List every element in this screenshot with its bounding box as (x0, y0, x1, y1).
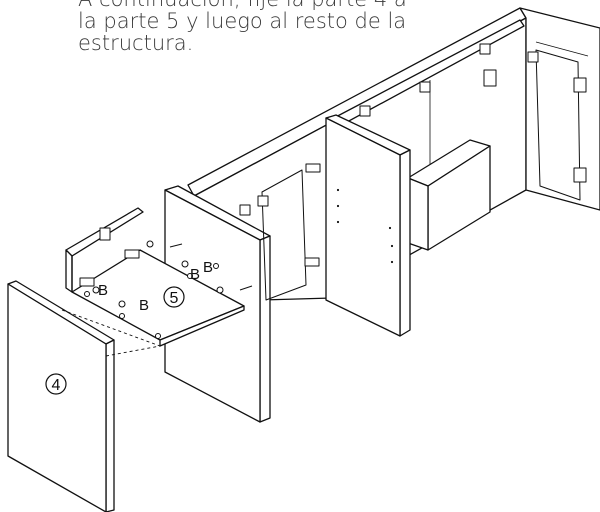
hinge-group (239, 43, 587, 267)
part-5-callout: 5 (163, 286, 185, 308)
right-side-panel (519, 7, 600, 211)
hardware-b-label: B (203, 259, 213, 276)
instruction-text: A continuación, fije la parte 4 a la par… (78, 0, 418, 54)
hardware-b-label: B (98, 282, 108, 299)
part-5-label: 5 (170, 290, 179, 307)
part-4-label: 4 (52, 377, 61, 394)
instruction-line-3: estructura. (78, 31, 194, 55)
hardware-screws (84, 240, 253, 339)
instruction-line-2: la parte 5 y luego al resto de la (78, 9, 407, 33)
part-4-callout: 4 (45, 373, 67, 395)
middle-box (407, 139, 491, 251)
part-4-panel (7, 280, 115, 512)
hardware-b-label: B (139, 297, 149, 314)
center-divider-panel (325, 114, 411, 337)
instruction-line-1: A continuación, fije la parte 4 a (78, 0, 418, 10)
part-5-shelf (65, 207, 245, 347)
hardware-b-label: B (190, 266, 200, 283)
